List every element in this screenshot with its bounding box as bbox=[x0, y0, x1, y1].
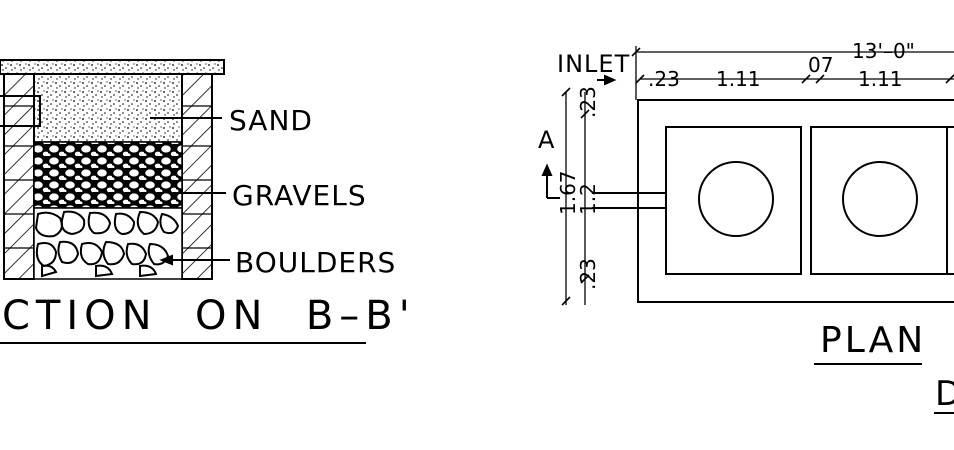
dim-side-inner: 1.2 bbox=[576, 183, 600, 215]
leader-lines bbox=[150, 117, 230, 266]
boulders-layer bbox=[33, 207, 183, 280]
label-gravels: GRAVELS bbox=[232, 179, 367, 212]
sand-layer bbox=[33, 73, 183, 143]
inlet-label: INLET bbox=[557, 50, 630, 78]
section-b-b-drawing: SAND GRAVELS BOULDERS CTION ON B–B' bbox=[0, 59, 416, 344]
left-wall bbox=[3, 73, 35, 280]
brick-courses bbox=[4, 105, 212, 249]
label-sand: SAND bbox=[229, 104, 313, 137]
chamber-2 bbox=[810, 126, 954, 275]
dim-chamber-1: 1.11 bbox=[716, 67, 761, 91]
chamber-1-opening bbox=[698, 161, 774, 237]
top-dimension-lines bbox=[631, 46, 954, 100]
plan-outer-wall bbox=[637, 99, 954, 303]
dim-side-bottom: .23 bbox=[576, 258, 600, 290]
dim-side-top: .23 bbox=[576, 86, 600, 118]
dim-chamber-2: 1.11 bbox=[858, 67, 903, 91]
gravel-layer bbox=[33, 141, 183, 209]
chamber-1 bbox=[665, 126, 802, 275]
side-dimension-lines bbox=[561, 87, 590, 306]
top-slab bbox=[0, 59, 225, 75]
dim-side-outer: 1.67 bbox=[556, 170, 580, 215]
section-title: CTION ON B–B' bbox=[2, 293, 416, 339]
right-wall bbox=[181, 73, 213, 280]
label-boulders: BOULDERS bbox=[235, 246, 396, 279]
chamber-2-opening bbox=[842, 161, 918, 237]
dim-partition: 07 bbox=[808, 53, 833, 77]
plan-title: PLAN bbox=[820, 320, 926, 361]
dim-overall: 13'–0" bbox=[852, 39, 915, 63]
plan-inlet-pipe bbox=[592, 192, 666, 209]
inlet-arrow bbox=[597, 74, 617, 86]
section-mark-a: A bbox=[538, 126, 555, 154]
cut-off-title: D bbox=[935, 374, 954, 414]
section-mark-arrow bbox=[541, 163, 560, 199]
dim-wall-left: .23 bbox=[648, 67, 680, 91]
plan-drawing: 13'–0" .23 1.11 07 1.11 INLET A .23 1.67… bbox=[538, 39, 954, 414]
